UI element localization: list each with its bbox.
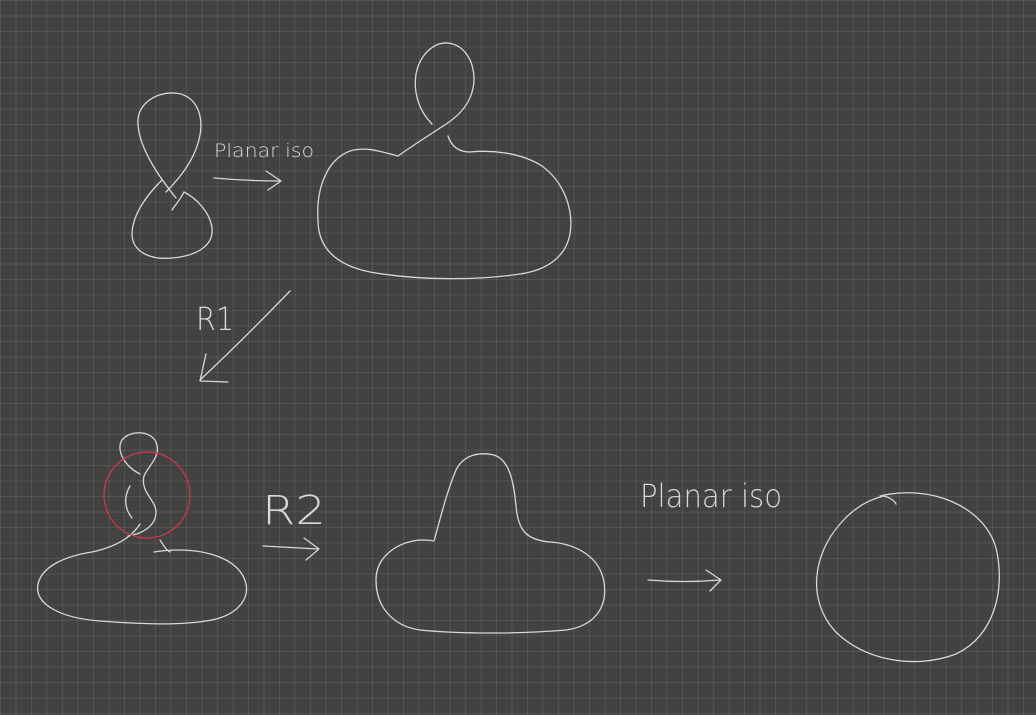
highlight-circle bbox=[103, 451, 191, 539]
bump-blob-outline bbox=[375, 453, 606, 634]
figure-eight-crossing-tail bbox=[171, 191, 185, 211]
planar-iso-arrow-shaft-top bbox=[213, 177, 281, 182]
planar-iso-arrow-head-bottom bbox=[705, 569, 722, 592]
planar-iso-arrow-bottom: Planar iso bbox=[640, 477, 782, 592]
r2-arrow: R2 bbox=[262, 488, 326, 561]
r1-arrow-shaft bbox=[199, 290, 291, 381]
blob-main-body bbox=[317, 135, 572, 280]
twist-inner-strand bbox=[125, 485, 133, 519]
blob-with-kink-diagram bbox=[317, 42, 572, 280]
figure-eight-lower-loop bbox=[131, 179, 213, 259]
figure-eight-upper-loop bbox=[137, 92, 202, 199]
unknot-circle bbox=[816, 492, 1000, 663]
blob-with-twist-diagram bbox=[37, 432, 248, 625]
r2-arrow-shaft bbox=[262, 545, 319, 550]
r2-label: R2 bbox=[262, 488, 326, 534]
figure-eight-knot-diagram bbox=[131, 92, 213, 259]
planar-iso-label-bottom: Planar iso bbox=[640, 477, 782, 515]
twist-tail-strand bbox=[159, 539, 171, 553]
planar-iso-arrow-head-top bbox=[265, 170, 282, 191]
blob-small-top-loop bbox=[397, 42, 475, 157]
twist-upper-strand bbox=[119, 432, 159, 537]
blob-with-bump-diagram bbox=[375, 453, 606, 634]
twist-lower-strand bbox=[91, 523, 141, 553]
r1-arrow-head bbox=[199, 353, 229, 383]
blob-lower-body bbox=[37, 549, 248, 625]
r1-arrow: R1 bbox=[196, 290, 291, 383]
r2-arrow-head bbox=[303, 537, 320, 561]
r1-label: R1 bbox=[196, 300, 234, 338]
planar-iso-arrow-top: Planar iso bbox=[213, 140, 314, 191]
planar-iso-arrow-shaft-bottom bbox=[647, 579, 721, 583]
planar-iso-label-top: Planar iso bbox=[214, 140, 314, 162]
unknot-diagram bbox=[816, 492, 1000, 663]
